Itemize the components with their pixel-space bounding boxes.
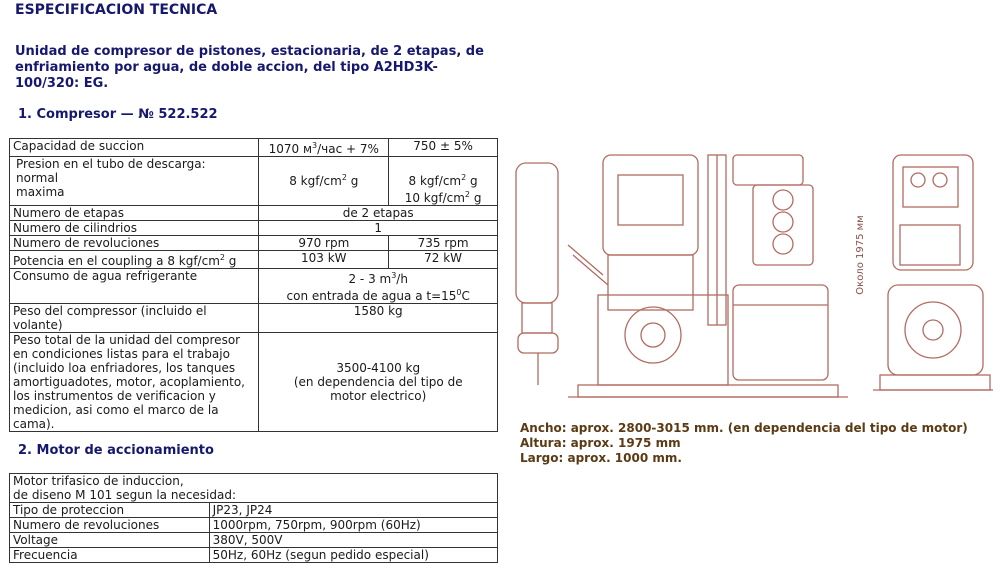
side-view-drawing xyxy=(515,154,848,398)
unit-description: Unidad de compresor de pistones, estacio… xyxy=(15,44,484,91)
spec-label: Potencia en el coupling a 8 kgf/cm2 g xyxy=(8,250,260,269)
table-row: Numero de etapas de 2 etapas xyxy=(8,205,498,221)
section-motor-heading: 2. Motor de accionamiento xyxy=(18,443,214,458)
table-row: Peso del compressor (incluido el volante… xyxy=(8,303,498,333)
spec-value: 72 kW xyxy=(388,250,498,269)
table-row: Numero de revoluciones 970 rpm 735 rpm xyxy=(8,235,498,251)
spec-label: Numero de etapas xyxy=(8,205,260,221)
width-dimension: Ancho: aprox. 2800-3015 mm. (en dependen… xyxy=(520,421,968,435)
spec-label: Capacidad de succion xyxy=(8,138,260,157)
table-row: Motor trifasico de induccion,de diseno M… xyxy=(9,473,498,503)
spec-value: 3500-4100 kg(en dependencia del tipo de … xyxy=(258,332,498,432)
spec-label: Numero de revoluciones xyxy=(9,517,210,533)
spec-value: 8 kgf/cm2 g xyxy=(258,156,390,206)
length-dimension: Largo: aprox. 1000 mm. xyxy=(520,451,682,465)
spec-value: 380V, 500V xyxy=(208,532,499,548)
spec-label: Consumo de agua refrigerante xyxy=(8,268,260,304)
spec-label: Frecuencia xyxy=(9,547,210,563)
page-title: ESPECIFICACION TECNICA xyxy=(15,2,218,18)
table-row: Peso total de la unidad del compresor en… xyxy=(8,332,498,432)
spec-value: de 2 etapas xyxy=(258,205,498,221)
spec-value: 1 xyxy=(258,220,498,236)
table-row: Potencia en el coupling a 8 kgf/cm2 g 10… xyxy=(8,250,498,269)
dimensions-block: Ancho: aprox. 2800-3015 mm. (en dependen… xyxy=(520,421,968,466)
compressor-technical-drawing: Около 1975 мм xyxy=(515,154,993,398)
spec-value: 970 rpm xyxy=(258,235,390,251)
spec-label: Voltage xyxy=(9,532,210,548)
spec-value: 1580 kg xyxy=(258,303,498,333)
front-view-drawing xyxy=(873,154,993,391)
spec-value: 103 kW xyxy=(258,250,390,269)
spec-value: 735 rpm xyxy=(388,235,498,251)
motor-spec-table: Motor trifasico de induccion,de diseno M… xyxy=(9,473,499,563)
spec-label: Numero de revoluciones xyxy=(8,235,260,251)
height-dimension: Altura: aprox. 1975 mm xyxy=(520,436,681,450)
spec-value: JP23, JP24 xyxy=(208,502,499,518)
section-compresor-heading: 1. Compresor — № 522.522 xyxy=(18,107,218,122)
compressor-spec-table: Capacidad de succion 1070 м3/час + 7% 75… xyxy=(8,138,498,432)
height-annotation: Около 1975 мм xyxy=(855,215,866,294)
table-row: Numero de cilindrios 1 xyxy=(8,220,498,236)
spec-value: 1070 м3/час + 7% xyxy=(258,138,390,157)
spec-label: Tipo de proteccion xyxy=(9,502,210,518)
motor-description: Motor trifasico de induccion,de diseno M… xyxy=(9,473,498,503)
spec-label: Peso del compressor (incluido el volante… xyxy=(8,303,260,333)
spec-label: Peso total de la unidad del compresor en… xyxy=(8,332,260,432)
spec-value: 1000rpm, 750rpm, 900rpm (60Hz) xyxy=(208,517,499,533)
spec-label: Numero de cilindrios xyxy=(8,220,260,236)
spec-value: 50Hz, 60Hz (segun pedido especial) xyxy=(208,547,499,563)
table-row: Capacidad de succion 1070 м3/час + 7% 75… xyxy=(8,138,498,157)
spec-value: 750 ± 5% xyxy=(388,138,498,157)
